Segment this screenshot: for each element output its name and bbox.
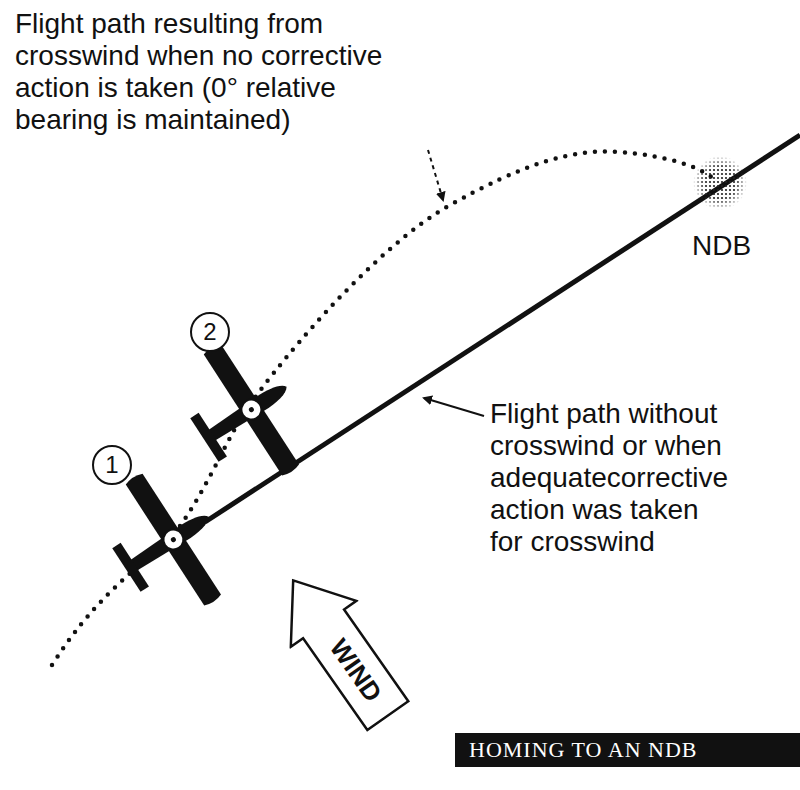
callout-number: 1 [105,453,118,477]
leader-arrow [424,398,484,416]
station-label: NDB [692,230,751,262]
figure-title: HOMING TO AN NDB [455,733,800,767]
aircraft-2 [164,325,327,502]
callout-circle: 1 [92,445,132,485]
note-text: Flight path without crosswind or when ad… [490,398,734,558]
note-text: Flight path resulting from crosswind whe… [15,8,415,136]
arrow-shape [260,557,420,738]
callout-number: 2 [203,320,216,344]
ndb-station [693,156,747,210]
leader-arrow [428,150,443,200]
wind-arrow: WIND [257,555,423,742]
title-bar: HOMING TO AN NDB [455,733,800,767]
callout-circle: 2 [190,312,230,352]
